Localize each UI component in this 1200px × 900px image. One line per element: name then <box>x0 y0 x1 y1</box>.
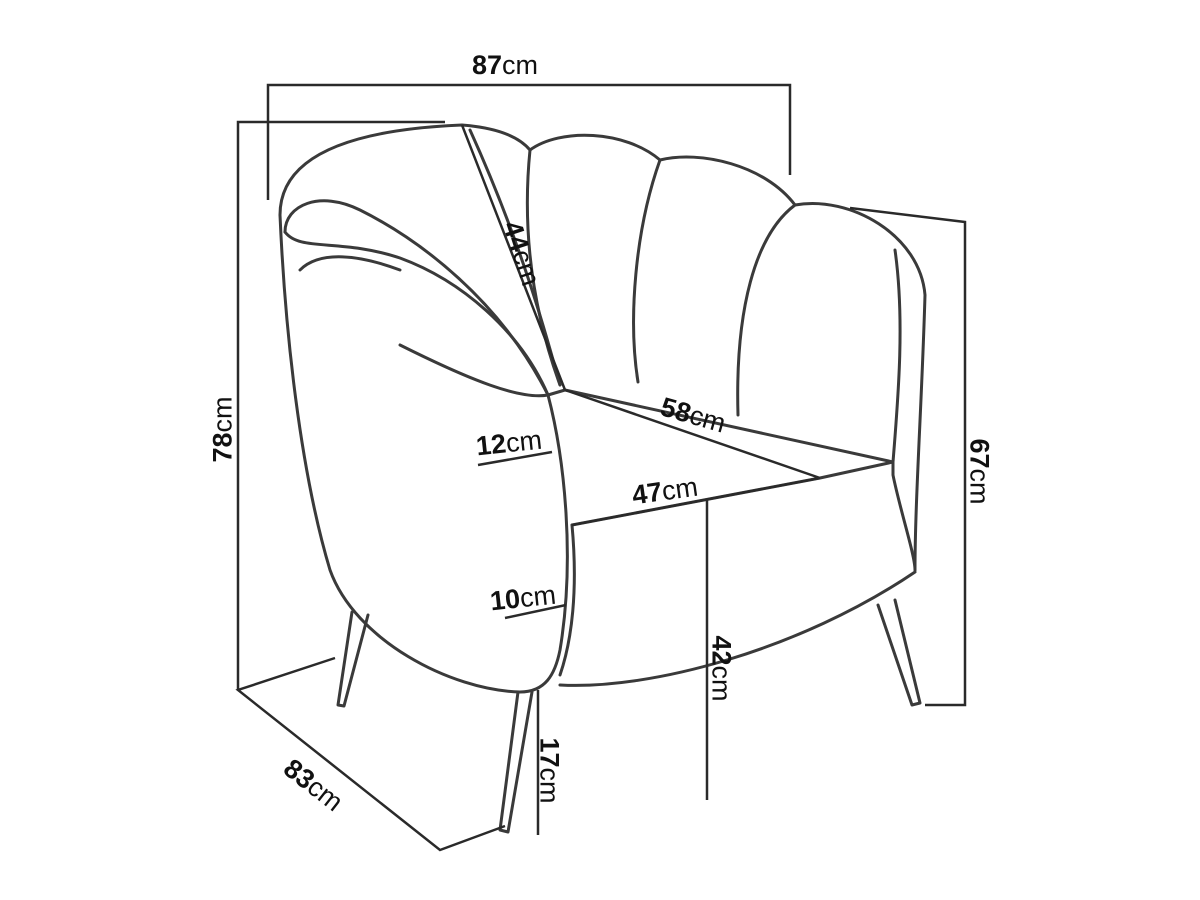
leg-height-unit: cm <box>534 767 565 804</box>
arm-top-label: 12cm <box>474 424 544 462</box>
left-arm-top <box>283 199 550 397</box>
leg-front-left <box>498 690 534 834</box>
arm-height-value: 67 <box>964 438 995 469</box>
leg-right <box>876 598 922 707</box>
depth-line <box>235 656 506 852</box>
seat-front-edge <box>570 460 917 572</box>
arm-height-line <box>849 206 967 707</box>
arm-height-unit: cm <box>964 468 995 505</box>
seat-depth-value: 47 <box>630 476 665 511</box>
arm-bottom-line <box>504 603 567 620</box>
width-unit: cm <box>502 50 539 80</box>
seat-height-unit: cm <box>706 665 737 702</box>
seat-depth-line <box>571 476 821 527</box>
arm-bottom-value: 10 <box>488 583 522 617</box>
leg-height-value: 17 <box>534 737 565 768</box>
left-arm-side <box>398 343 550 398</box>
petal-5 <box>891 248 902 464</box>
back-shell <box>278 123 927 572</box>
height-value: 78 <box>207 432 238 463</box>
seat-front <box>558 523 576 677</box>
left-arm <box>278 213 569 694</box>
height-unit: cm <box>207 396 238 433</box>
arm-bottom-label: 10cm <box>488 579 558 617</box>
leg-back-left <box>336 610 370 708</box>
arm-height-label: 67cm <box>964 438 995 505</box>
seat-height-label: 42cm <box>706 635 737 702</box>
arm-bottom-unit: cm <box>518 579 558 614</box>
arm-top-value: 12 <box>474 428 508 462</box>
seat-height-value: 42 <box>706 635 737 666</box>
leg-height-label: 17cm <box>534 737 565 804</box>
petal-4 <box>736 203 797 417</box>
backrest-line <box>460 124 567 391</box>
width-line <box>266 83 792 200</box>
width-label: 87cm <box>472 52 538 79</box>
height-label: 78cm <box>207 396 238 463</box>
seat-width-line <box>564 388 821 480</box>
arm-top-unit: cm <box>504 424 544 459</box>
height-line <box>236 120 445 690</box>
arm-top-line <box>477 450 553 467</box>
left-arm-inner <box>298 255 402 272</box>
base-curve <box>558 570 917 687</box>
dimension-lines <box>235 83 967 852</box>
armchair-outline <box>278 123 927 834</box>
width-value: 87 <box>472 50 503 80</box>
petal-3 <box>632 158 662 384</box>
petal-2 <box>525 148 562 387</box>
seat-depth-unit: cm <box>659 471 700 507</box>
